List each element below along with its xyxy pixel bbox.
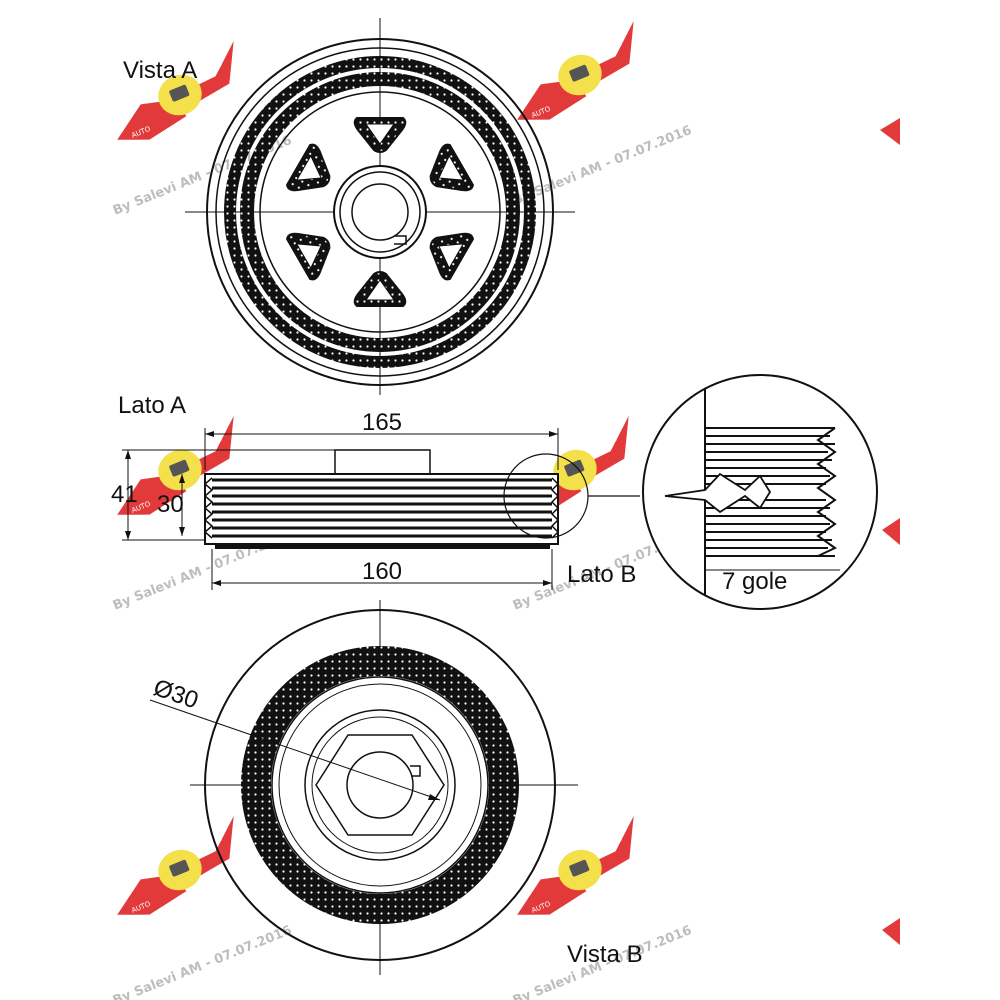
outer-rim-inner bbox=[215, 47, 545, 377]
pulley-base bbox=[215, 544, 550, 549]
side-b-label: Lato B bbox=[567, 561, 636, 588]
arrow bbox=[179, 527, 185, 536]
hub-boss bbox=[334, 449, 431, 475]
groove-detail: 7 gole bbox=[642, 374, 878, 610]
dimension-30: 30 bbox=[157, 491, 184, 518]
dimension-160: 160 bbox=[362, 558, 402, 585]
watermark-fragment bbox=[882, 518, 900, 545]
hub-inner bbox=[339, 171, 421, 253]
spoke-windows bbox=[286, 117, 474, 307]
dimension-41: 41 bbox=[111, 481, 138, 508]
watermark-fragment bbox=[882, 918, 900, 945]
keyway bbox=[394, 235, 407, 245]
grooves-label: 7 gole bbox=[722, 568, 787, 595]
watermark-fragment bbox=[880, 118, 900, 145]
arrow bbox=[428, 794, 440, 800]
detail-teeth bbox=[816, 427, 837, 557]
arrow bbox=[125, 531, 131, 540]
arrow bbox=[212, 580, 221, 586]
rubber-ring bbox=[241, 646, 519, 924]
inner-disc-line bbox=[278, 683, 482, 887]
view-a-label: Vista A bbox=[123, 57, 197, 84]
groove-lines bbox=[212, 478, 552, 538]
side-view: Lato A 165 bbox=[111, 392, 640, 590]
arrow bbox=[125, 450, 131, 459]
groove-teeth-right bbox=[550, 477, 560, 539]
detail-belt-profile bbox=[664, 472, 772, 514]
hub-ring bbox=[304, 709, 456, 861]
arrow bbox=[543, 580, 552, 586]
bore bbox=[346, 751, 414, 819]
bore bbox=[351, 183, 409, 241]
pulley-body bbox=[204, 473, 559, 545]
diameter-label: Ø30 bbox=[150, 674, 202, 714]
arrow bbox=[205, 431, 214, 437]
view-a: Vista A bbox=[123, 18, 575, 395]
view-b: Ø30 Vista B bbox=[149, 600, 643, 975]
diameter-leader bbox=[149, 699, 441, 801]
view-b-label: Vista B bbox=[567, 941, 643, 968]
watermark-logo bbox=[99, 815, 257, 926]
side-a-label: Lato A bbox=[118, 392, 186, 419]
dotted-ring bbox=[224, 56, 536, 368]
dimension-165: 165 bbox=[362, 409, 402, 436]
hub-disc bbox=[259, 91, 501, 333]
watermark-text: By Salevi AM - 07.07.2016 bbox=[511, 123, 694, 209]
arrow bbox=[549, 431, 558, 437]
watermark-logo bbox=[499, 815, 657, 926]
outer-rim bbox=[204, 609, 556, 961]
groove-teeth-left bbox=[203, 477, 214, 539]
arrow bbox=[179, 474, 185, 483]
hub-ring-inner bbox=[311, 716, 449, 854]
rubber-ring bbox=[240, 72, 520, 352]
keyway bbox=[410, 765, 421, 777]
watermark-text: By Salevi AM - 07.07.2016 bbox=[111, 923, 294, 1000]
outer-rim bbox=[206, 38, 554, 386]
